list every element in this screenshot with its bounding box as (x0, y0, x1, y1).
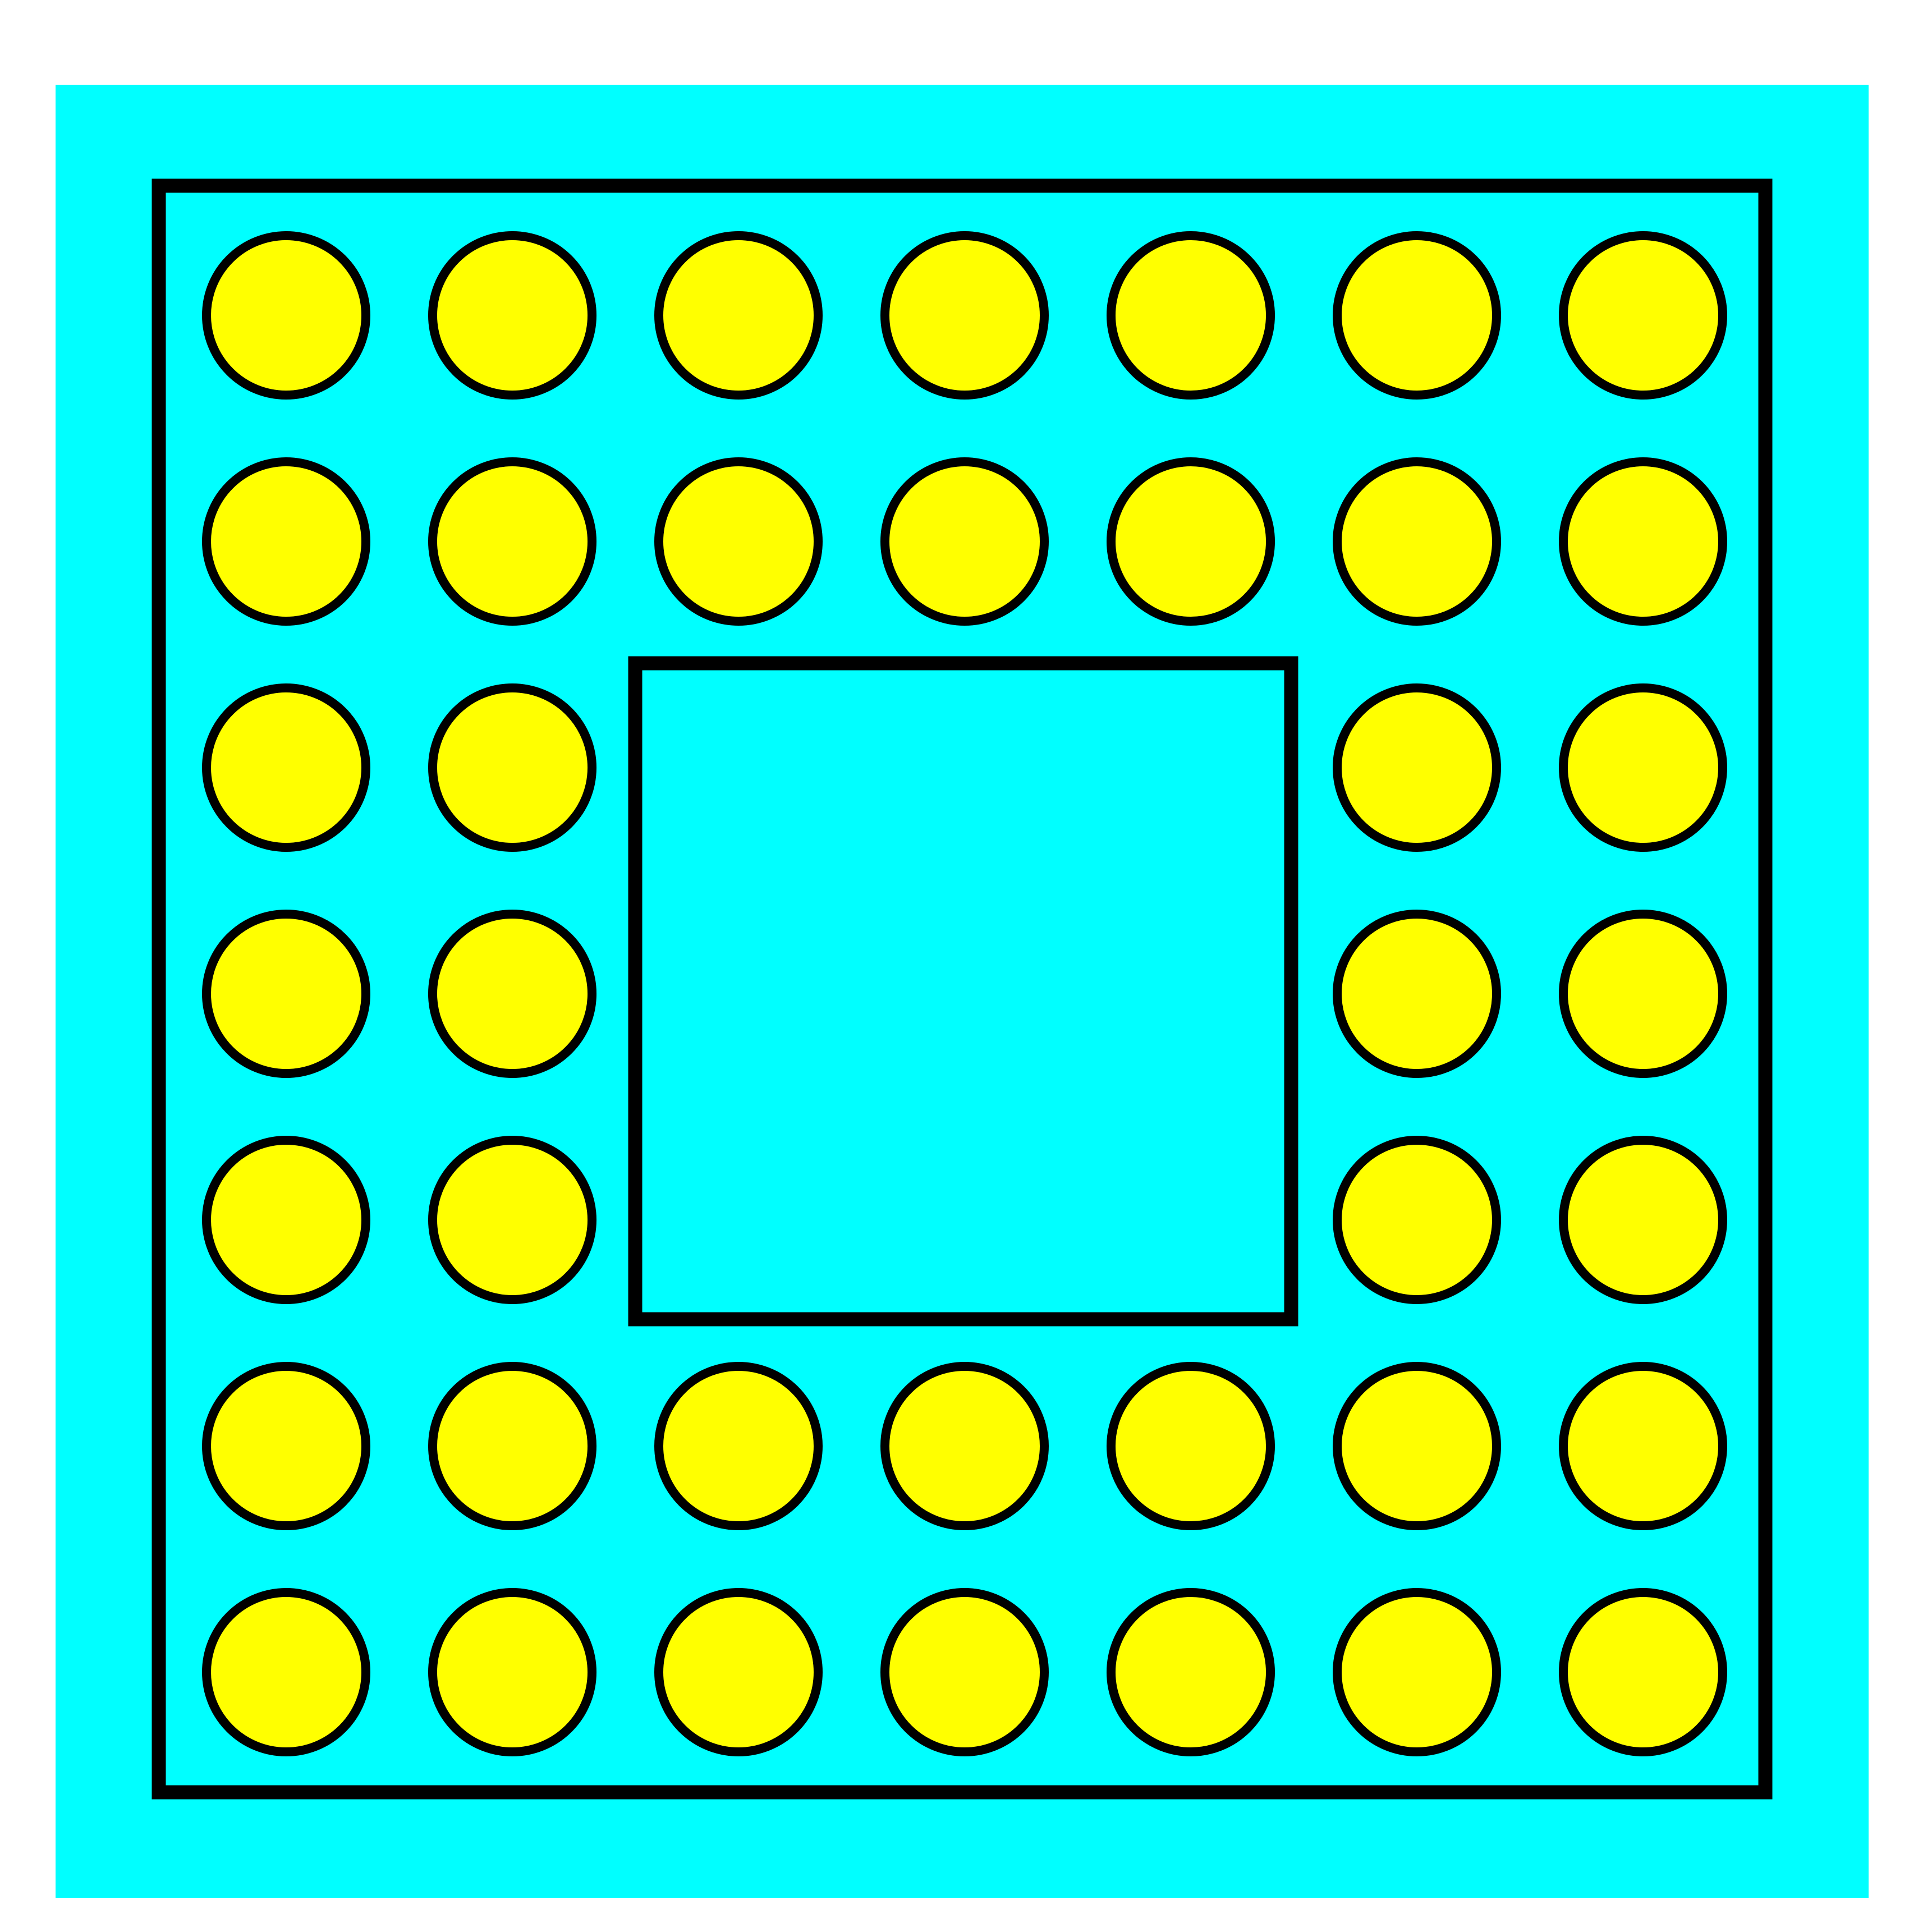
yellow-circle-r5-c2 (428, 1136, 596, 1304)
yellow-circle-r1-c4 (880, 231, 1049, 400)
yellow-circle-r3-c7 (1559, 683, 1727, 852)
yellow-circle-r2-c3 (654, 457, 823, 626)
yellow-circle-r7-c7 (1559, 1588, 1727, 1756)
yellow-circle-r1-c2 (428, 231, 596, 400)
yellow-circle-r6-c3 (654, 1362, 823, 1530)
yellow-circle-r6-c5 (1107, 1362, 1275, 1530)
yellow-circle-r7-c2 (428, 1588, 596, 1756)
outer-frame (152, 178, 1773, 1800)
yellow-circle-r4-c1 (202, 910, 370, 1078)
yellow-circle-r3-c1 (202, 683, 370, 852)
yellow-circle-r4-c2 (428, 910, 596, 1078)
yellow-circle-r4-c7 (1559, 910, 1727, 1078)
yellow-circle-r6-c6 (1333, 1362, 1501, 1530)
inner-frame (628, 656, 1298, 1327)
yellow-circle-r1-c1 (202, 231, 370, 400)
yellow-circle-r6-c4 (880, 1362, 1049, 1530)
yellow-circle-r2-c7 (1559, 457, 1727, 626)
yellow-circle-r5-c1 (202, 1136, 370, 1304)
yellow-circle-r1-c6 (1333, 231, 1501, 400)
yellow-circle-r3-c2 (428, 683, 596, 852)
yellow-circle-r4-c6 (1333, 910, 1501, 1078)
yellow-circle-r7-c4 (880, 1588, 1049, 1756)
yellow-circle-r2-c2 (428, 457, 596, 626)
yellow-circle-r5-c6 (1333, 1136, 1501, 1304)
yellow-circle-r3-c6 (1333, 683, 1501, 852)
yellow-circle-r2-c4 (880, 457, 1049, 626)
yellow-circle-r6-c2 (428, 1362, 596, 1530)
circle-grid (202, 231, 1727, 1756)
yellow-circle-r1-c5 (1107, 231, 1275, 400)
yellow-circle-r7-c3 (654, 1588, 823, 1756)
yellow-circle-r7-c5 (1107, 1588, 1275, 1756)
yellow-circle-r2-c6 (1333, 457, 1501, 626)
yellow-circle-r6-c7 (1559, 1362, 1727, 1530)
yellow-circle-r2-c5 (1107, 457, 1275, 626)
yellow-circle-r7-c6 (1333, 1588, 1501, 1756)
yellow-circle-r2-c1 (202, 457, 370, 626)
yellow-circle-r1-c3 (654, 231, 823, 400)
yellow-circle-r1-c7 (1559, 231, 1727, 400)
yellow-circle-r7-c1 (202, 1588, 370, 1756)
yellow-circle-r6-c1 (202, 1362, 370, 1530)
yellow-circle-r5-c7 (1559, 1136, 1727, 1304)
